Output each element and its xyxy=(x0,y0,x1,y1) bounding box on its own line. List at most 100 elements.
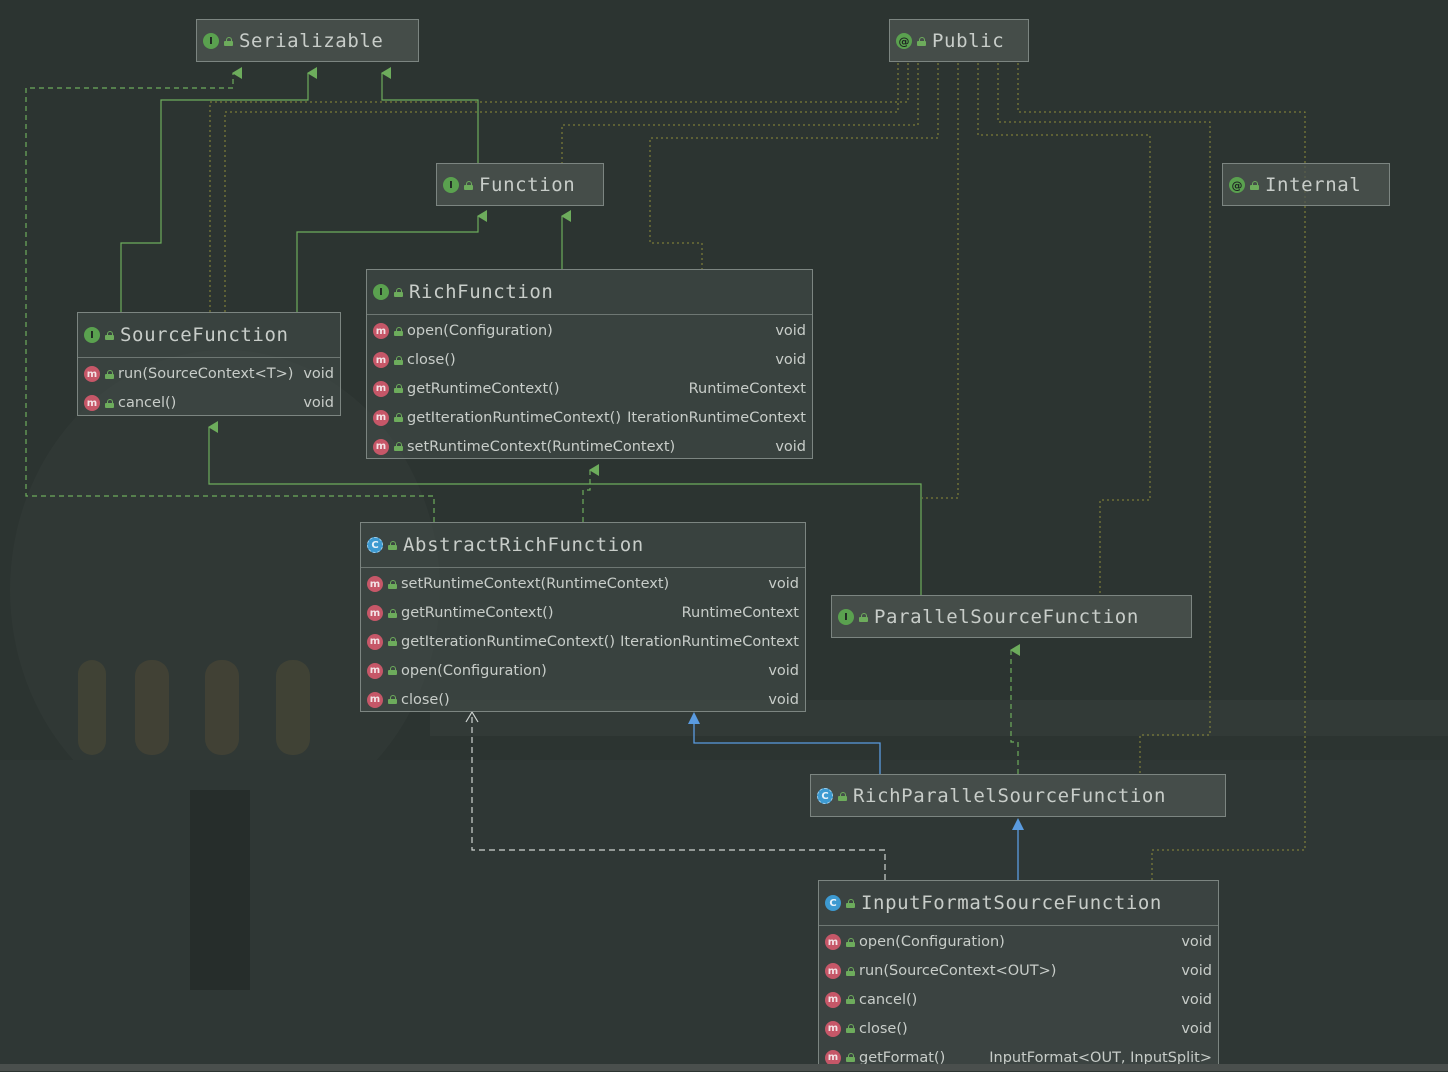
public-visibility-icon xyxy=(388,540,397,550)
method-signature: getIterationRuntimeContext() xyxy=(407,409,621,426)
node-header: I ParallelSourceFunction xyxy=(832,596,1191,638)
public-visibility-icon xyxy=(388,637,397,647)
abstract-class-icon: C xyxy=(367,537,383,553)
method-signature: run(SourceContext<T>) xyxy=(118,366,294,383)
method-return-type: void xyxy=(768,662,799,679)
interface-icon: I xyxy=(203,33,219,49)
method-row[interactable]: m close() void xyxy=(367,346,812,375)
dependency-edges xyxy=(465,710,886,880)
interface-icon: I xyxy=(443,177,459,193)
public-visibility-icon xyxy=(105,398,114,408)
method-icon: m xyxy=(84,395,100,412)
node-header: @ Public xyxy=(890,20,1028,62)
public-visibility-icon xyxy=(394,413,403,423)
public-visibility-icon xyxy=(1250,180,1259,190)
method-icon: m xyxy=(373,409,389,426)
method-signature: close() xyxy=(401,691,450,708)
public-visibility-icon xyxy=(105,369,114,379)
method-icon: m xyxy=(367,576,383,593)
node-title: Public xyxy=(932,30,1005,52)
horizontal-scrollbar[interactable] xyxy=(0,1064,1448,1071)
interface-inheritance-edges xyxy=(120,67,922,595)
method-return-type: void xyxy=(303,395,334,412)
method-return-type: void xyxy=(1181,991,1212,1008)
public-visibility-icon xyxy=(394,287,403,297)
method-icon: m xyxy=(825,1020,841,1037)
method-return-type: void xyxy=(1181,963,1212,980)
interface-icon: I xyxy=(84,327,100,343)
node-input-format-source-function[interactable]: C InputFormatSourceFunction m open(Configur… xyxy=(818,880,1219,1070)
method-icon: m xyxy=(367,691,383,708)
method-icon: m xyxy=(825,991,841,1008)
method-signature: open(Configuration) xyxy=(859,934,1005,951)
method-return-type: InputFormat<OUT, InputSplit> xyxy=(989,1049,1212,1066)
method-return-type: void xyxy=(1181,934,1212,951)
public-visibility-icon xyxy=(917,36,926,46)
node-title: AbstractRichFunction xyxy=(403,534,644,556)
method-row[interactable]: m open(Configuration) void xyxy=(819,928,1218,957)
node-header: C RichParallelSourceFunction xyxy=(811,775,1225,817)
method-return-type: void xyxy=(775,438,806,455)
node-public[interactable]: @ Public xyxy=(889,19,1029,62)
class-icon: C xyxy=(825,895,841,911)
method-icon: m xyxy=(825,1049,841,1066)
method-icon: m xyxy=(367,605,383,622)
public-visibility-icon xyxy=(846,1053,855,1063)
method-signature: close() xyxy=(407,352,456,369)
method-row[interactable]: m run(SourceContext<OUT>) void xyxy=(819,957,1218,986)
method-icon: m xyxy=(825,963,841,980)
interface-icon: I xyxy=(838,609,854,625)
method-return-type: void xyxy=(768,691,799,708)
public-visibility-icon xyxy=(838,791,847,801)
method-icon: m xyxy=(373,380,389,397)
node-title: InputFormatSourceFunction xyxy=(861,892,1162,914)
method-icon: m xyxy=(825,934,841,951)
annotation-icon: @ xyxy=(896,33,912,49)
method-icon: m xyxy=(84,366,100,383)
method-signature: getRuntimeContext() xyxy=(407,380,560,397)
public-visibility-icon xyxy=(105,330,114,340)
public-visibility-icon xyxy=(464,180,473,190)
node-title: RichParallelSourceFunction xyxy=(853,785,1167,807)
node-source-function[interactable]: I SourceFunction m run(SourceContext<T>) voi… xyxy=(77,312,341,416)
public-visibility-icon xyxy=(394,442,403,452)
method-return-type: void xyxy=(303,366,334,383)
method-return-type: void xyxy=(1181,1020,1212,1037)
abstract-class-icon: C xyxy=(817,788,833,804)
node-title: Internal xyxy=(1265,174,1362,196)
node-internal[interactable]: @Internal xyxy=(1222,163,1390,206)
node-parallel-source-function[interactable]: I ParallelSourceFunction xyxy=(831,595,1192,638)
method-row[interactable]: m close() void xyxy=(361,685,805,714)
method-return-type: void xyxy=(775,352,806,369)
public-visibility-icon xyxy=(388,608,397,618)
public-visibility-icon xyxy=(846,1024,855,1034)
method-signature: run(SourceContext<OUT>) xyxy=(859,963,1057,980)
interface-icon: I xyxy=(373,284,389,300)
node-rich-parallel-source-function[interactable]: C RichParallelSourceFunction xyxy=(810,774,1226,817)
node-title: ParallelSourceFunction xyxy=(874,606,1139,628)
method-icon: m xyxy=(373,352,389,369)
node-title: SourceFunction xyxy=(120,324,289,346)
method-icon: m xyxy=(373,438,389,455)
method-row[interactable]: m run(SourceContext<T>) void xyxy=(78,360,340,389)
